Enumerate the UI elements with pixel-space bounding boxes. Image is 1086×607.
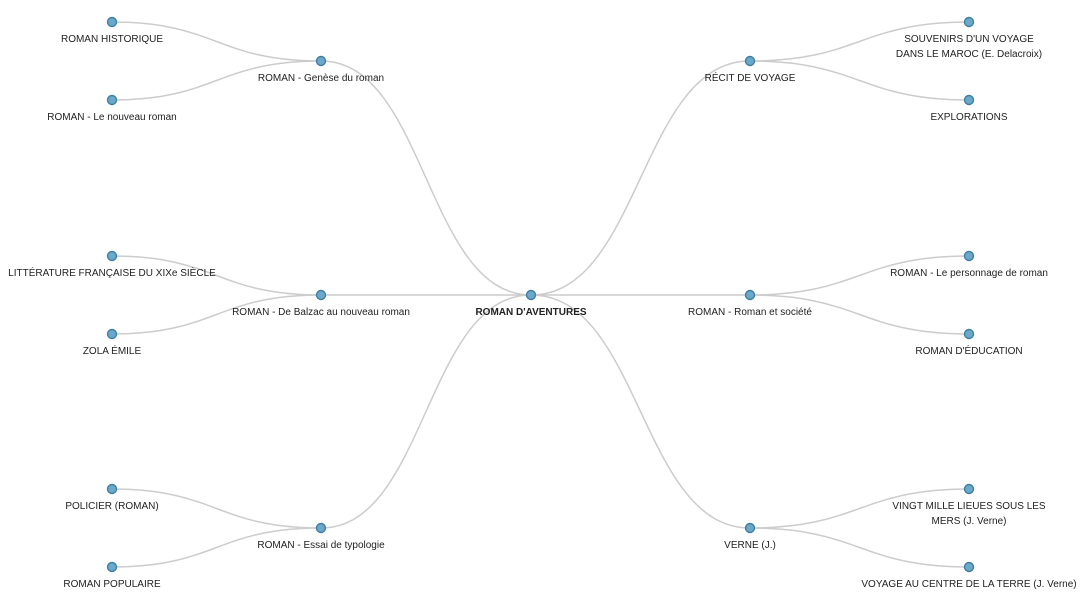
node-historique-label: ROMAN HISTORIQUE: [61, 34, 163, 45]
node-education-label-line: ROMAN D'ÉDUCATION: [915, 344, 1022, 357]
node-explorations-dot[interactable]: [963, 94, 975, 106]
node-education[interactable]: ROMAN D'ÉDUCATION: [915, 328, 1023, 358]
node-centre-dot[interactable]: [963, 561, 975, 573]
node-recit-label: RÉCIT DE VOYAGE: [705, 71, 796, 84]
node-explorations-label: EXPLORATIONS: [930, 112, 1007, 123]
link-societe-personnage: [749, 255, 970, 296]
node-nouveau[interactable]: ROMAN - Le nouveau roman: [47, 94, 177, 124]
node-genese-label-line: ROMAN - Genèse du roman: [258, 73, 384, 84]
node-root-label: ROMAN D'AVENTURES: [475, 307, 586, 318]
node-vingt-label-line: MERS (J. Verne): [931, 516, 1006, 527]
node-balzac-label-line: ROMAN - De Balzac au nouveau roman: [232, 307, 410, 318]
node-verne-dot[interactable]: [744, 522, 756, 534]
node-centre[interactable]: VOYAGE AU CENTRE DE LA TERRE (J. Verne): [861, 561, 1077, 591]
node-policier-label: POLICIER (ROMAN): [65, 501, 158, 512]
node-societe[interactable]: ROMAN - Roman et société: [688, 289, 812, 319]
link-verne-centre: [749, 527, 970, 568]
node-explorations[interactable]: EXPLORATIONS: [930, 94, 1008, 124]
node-litterature[interactable]: LITTÉRATURE FRANÇAISE DU XIXe SIÈCLE: [8, 250, 216, 280]
node-genese[interactable]: ROMAN - Genèse du roman: [258, 55, 384, 85]
link-root-genese: [320, 60, 532, 296]
node-souvenirs-dot[interactable]: [963, 16, 975, 28]
node-root-dot[interactable]: [525, 289, 537, 301]
node-historique-dot[interactable]: [106, 16, 118, 28]
node-nouveau-dot[interactable]: [106, 94, 118, 106]
node-souvenirs-label-line: DANS LE MAROC (E. Delacroix): [896, 49, 1042, 60]
node-verne-label: VERNE (J.): [724, 540, 776, 551]
node-typologie-label: ROMAN - Essai de typologie: [257, 540, 385, 551]
node-litterature-label: LITTÉRATURE FRANÇAISE DU XIXe SIÈCLE: [8, 266, 216, 279]
node-vingt-label-line: VINGT MILLE LIEUES SOUS LES: [892, 501, 1046, 512]
link-recit-explorations: [749, 60, 970, 101]
node-recit-dot[interactable]: [744, 55, 756, 67]
node-policier-label-line: POLICIER (ROMAN): [65, 501, 158, 512]
node-societe-label-line: ROMAN - Roman et société: [688, 307, 812, 318]
link-societe-education: [749, 294, 970, 335]
node-genese-label: ROMAN - Genèse du roman: [258, 73, 384, 84]
node-zola-dot[interactable]: [106, 328, 118, 340]
link-typologie-populaire: [111, 527, 322, 568]
node-vingt-dot[interactable]: [963, 483, 975, 495]
node-education-dot[interactable]: [963, 328, 975, 340]
nodes-layer: ROMAN - Genèse du roman ROMAN HISTORIQUE R…: [8, 16, 1077, 591]
link-balzac-litterature: [111, 255, 322, 296]
node-souvenirs[interactable]: SOUVENIRS D'UN VOYAGE DANS LE MAROC (E. D…: [896, 16, 1042, 61]
node-zola-label: ZOLA ÉMILE: [83, 344, 142, 357]
node-recit-label-line: RÉCIT DE VOYAGE: [705, 71, 796, 84]
node-souvenirs-label: SOUVENIRS D'UN VOYAGE DANS LE MAROC (E. D…: [896, 34, 1042, 60]
node-personnage-label: ROMAN - Le personnage de roman: [890, 268, 1048, 279]
node-personnage-label-line: ROMAN - Le personnage de roman: [890, 268, 1048, 279]
node-centre-label: VOYAGE AU CENTRE DE LA TERRE (J. Verne): [861, 579, 1076, 590]
node-vingt[interactable]: VINGT MILLE LIEUES SOUS LES MERS (J. Vern…: [892, 483, 1046, 528]
node-root-label-line: ROMAN D'AVENTURES: [475, 307, 586, 318]
node-balzac-label: ROMAN - De Balzac au nouveau roman: [232, 307, 410, 318]
node-zola-label-line: ZOLA ÉMILE: [83, 344, 142, 357]
node-typologie-dot[interactable]: [315, 522, 327, 534]
node-root[interactable]: ROMAN D'AVENTURES: [475, 289, 587, 319]
node-historique[interactable]: ROMAN HISTORIQUE: [61, 16, 163, 46]
node-personnage[interactable]: ROMAN - Le personnage de roman: [890, 250, 1048, 280]
node-genese-dot[interactable]: [315, 55, 327, 67]
node-nouveau-label: ROMAN - Le nouveau roman: [47, 112, 177, 123]
node-verne[interactable]: VERNE (J.): [724, 522, 776, 552]
node-typologie-label-line: ROMAN - Essai de typologie: [257, 540, 385, 551]
link-recit-souvenirs: [749, 21, 970, 62]
node-historique-label-line: ROMAN HISTORIQUE: [61, 34, 163, 45]
node-education-label: ROMAN D'ÉDUCATION: [915, 344, 1022, 357]
link-genese-historique: [111, 21, 322, 62]
node-populaire-label: ROMAN POPULAIRE: [63, 579, 161, 590]
node-populaire-label-line: ROMAN POPULAIRE: [63, 579, 161, 590]
node-explorations-label-line: EXPLORATIONS: [930, 112, 1007, 123]
link-root-recit: [530, 60, 751, 296]
link-root-typologie: [320, 294, 532, 529]
link-genese-nouveau: [111, 60, 322, 101]
links-layer: [111, 21, 970, 568]
node-balzac-dot[interactable]: [315, 289, 327, 301]
node-vingt-label: VINGT MILLE LIEUES SOUS LES MERS (J. Vern…: [892, 501, 1046, 527]
link-typologie-policier: [111, 488, 322, 529]
node-typologie[interactable]: ROMAN - Essai de typologie: [257, 522, 385, 552]
link-verne-vingt: [749, 488, 970, 529]
node-souvenirs-label-line: SOUVENIRS D'UN VOYAGE: [904, 34, 1034, 45]
link-balzac-zola: [111, 294, 322, 335]
node-litterature-label-line: LITTÉRATURE FRANÇAISE DU XIXe SIÈCLE: [8, 266, 216, 279]
node-societe-dot[interactable]: [744, 289, 756, 301]
node-recit[interactable]: RÉCIT DE VOYAGE: [705, 55, 796, 85]
node-centre-label-line: VOYAGE AU CENTRE DE LA TERRE (J. Verne): [861, 579, 1076, 590]
node-zola[interactable]: ZOLA ÉMILE: [83, 328, 142, 358]
node-verne-label-line: VERNE (J.): [724, 540, 776, 551]
node-balzac[interactable]: ROMAN - De Balzac au nouveau roman: [232, 289, 410, 319]
node-populaire[interactable]: ROMAN POPULAIRE: [63, 561, 161, 591]
node-nouveau-label-line: ROMAN - Le nouveau roman: [47, 112, 177, 123]
node-societe-label: ROMAN - Roman et société: [688, 307, 812, 318]
node-personnage-dot[interactable]: [963, 250, 975, 262]
node-populaire-dot[interactable]: [106, 561, 118, 573]
node-policier[interactable]: POLICIER (ROMAN): [65, 483, 159, 513]
node-litterature-dot[interactable]: [106, 250, 118, 262]
link-root-verne: [530, 294, 751, 529]
node-policier-dot[interactable]: [106, 483, 118, 495]
